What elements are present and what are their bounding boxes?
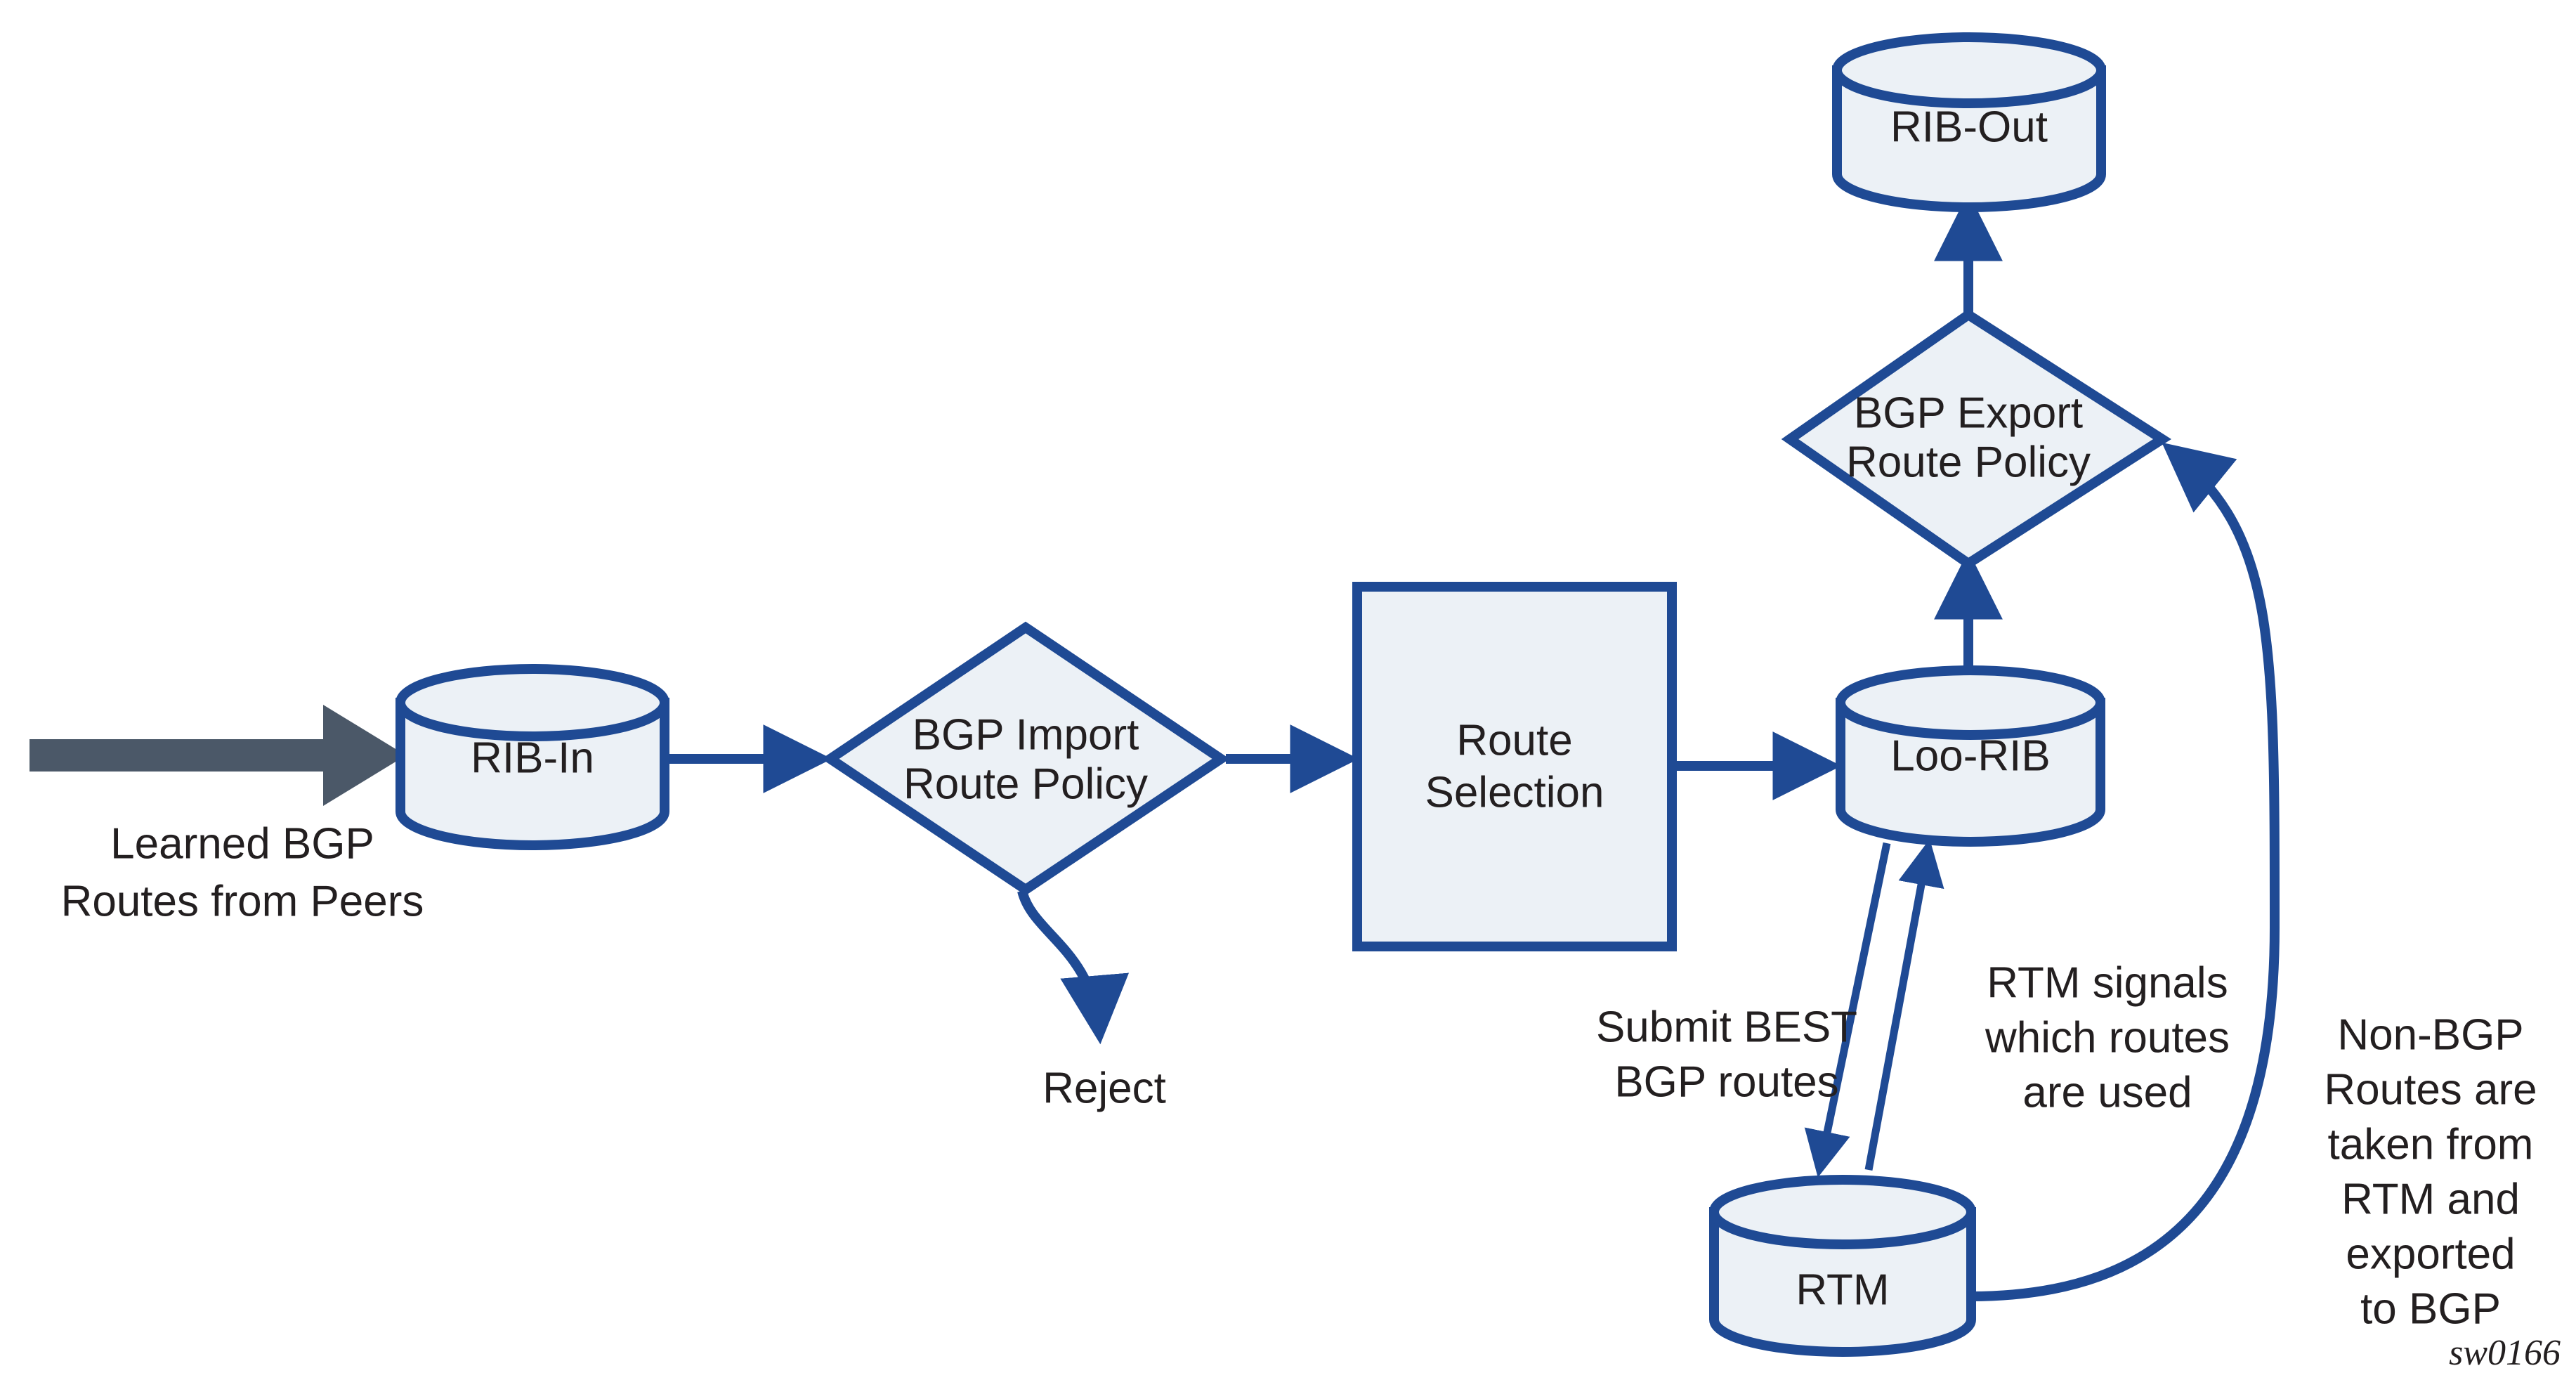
rtm-signals-line2: which routes xyxy=(1985,1013,2230,1062)
annotation-learned-routes: Learned BGP Routes from Peers xyxy=(61,819,424,925)
node-loc-rib[interactable]: Loo-RIB xyxy=(1836,665,2105,847)
annotation-rtm-signals: RTM signals which routes are used xyxy=(1985,958,2230,1117)
rib-out-cylinder-top xyxy=(1832,32,2106,108)
bgp-export-policy-label-line1: BGP Export xyxy=(1854,389,2083,437)
rtm-label: RTM xyxy=(1796,1265,1889,1314)
route-selection-label-line1: Route xyxy=(1456,716,1572,764)
rtm-cylinder-top xyxy=(1709,1175,1976,1249)
node-reject: Reject xyxy=(1042,1064,1166,1112)
bgp-import-policy-label-line1: BGP Import xyxy=(913,710,1139,759)
non-bgp-line1: Non-BGP xyxy=(2337,1010,2523,1059)
non-bgp-line5: exported xyxy=(2346,1230,2515,1278)
node-rib-out[interactable]: RIB-Out xyxy=(1832,32,2106,212)
non-bgp-line6: to BGP xyxy=(2360,1284,2501,1333)
annotation-submit-best: Submit BEST BGP routes xyxy=(1596,1003,1857,1106)
non-bgp-line4: RTM and xyxy=(2341,1175,2520,1223)
annotation-non-bgp: Non-BGP Routes are taken from RTM and ex… xyxy=(2324,1010,2537,1333)
non-bgp-line2: Routes are xyxy=(2324,1065,2537,1114)
route-selection-label-line2: Selection xyxy=(1425,768,1604,816)
node-rib-in[interactable]: RIB-In xyxy=(395,664,669,850)
loc-rib-cylinder-top xyxy=(1836,665,2105,740)
loc-rib-label: Loo-RIB xyxy=(1890,731,2050,780)
edge-loc-rib-to-rtm xyxy=(1804,842,1891,1178)
rtm-signals-line1: RTM signals xyxy=(1987,958,2228,1007)
rib-in-cylinder-top xyxy=(395,664,669,741)
submit-best-line2: BGP routes xyxy=(1614,1057,1838,1106)
bgp-import-policy-label-line2: Route Policy xyxy=(903,760,1148,808)
node-route-selection[interactable]: Route Selection xyxy=(1352,582,1677,951)
edge-rtm-to-export-policy xyxy=(1970,442,2280,1301)
edge-peers-to-rib-in xyxy=(30,705,406,806)
submit-best-line1: Submit BEST xyxy=(1596,1003,1857,1051)
reject-label: Reject xyxy=(1042,1064,1166,1112)
node-bgp-import-policy[interactable]: BGP Import Route Policy xyxy=(821,621,1230,896)
rib-out-label: RIB-Out xyxy=(1890,103,2048,151)
edge-import-policy-to-reject xyxy=(1017,890,1129,1045)
edge-rtm-to-loc-rib xyxy=(1864,839,1944,1171)
rib-in-label: RIB-In xyxy=(471,734,594,782)
node-rtm[interactable]: RTM xyxy=(1709,1175,1976,1357)
watermark-label: sw0166 xyxy=(2449,1333,2561,1373)
learned-routes-line2: Routes from Peers xyxy=(61,877,424,925)
node-bgp-export-policy[interactable]: BGP Export Route Policy xyxy=(1781,308,2171,570)
rtm-signals-line3: are used xyxy=(2022,1068,2192,1117)
bgp-export-policy-label-line2: Route Policy xyxy=(1846,438,2091,486)
non-bgp-line3: taken from xyxy=(2328,1120,2534,1169)
learned-routes-line1: Learned BGP xyxy=(110,819,374,868)
